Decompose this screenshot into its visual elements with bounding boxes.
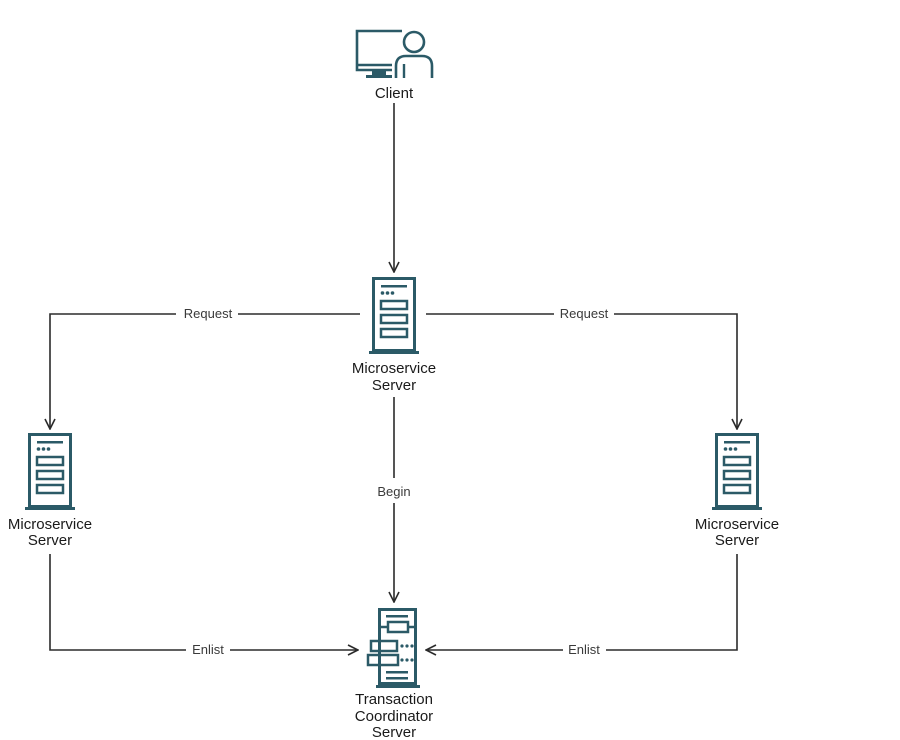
- microservice-right-label-line1: Microservice: [695, 516, 779, 533]
- transaction-coordinator-label-line2: Coordinator: [355, 708, 433, 725]
- transaction-server-icon: [366, 608, 420, 688]
- client-workstation-icon: [355, 29, 434, 78]
- microservice-server-center-node: Microservice Server: [352, 277, 436, 394]
- server-icon: [369, 277, 419, 354]
- transaction-coordinator-label-line3: Server: [372, 724, 416, 740]
- microservice-server-left-node: Microservice Server: [8, 433, 92, 549]
- edge-enlist-right: [426, 554, 738, 650]
- server-icon: [712, 433, 762, 510]
- edge-request-left: [50, 313, 360, 429]
- edge-label-begin: Begin: [377, 484, 410, 499]
- edge-label-enlist-left: Enlist: [192, 642, 224, 657]
- edge-label-enlist-right: Enlist: [568, 642, 600, 657]
- microservice-center-label-line1: Microservice: [352, 360, 436, 377]
- microservice-right-label-line2: Server: [715, 532, 759, 549]
- edge-enlist-left: [49, 554, 358, 650]
- microservice-server-right-node: Microservice Server: [695, 433, 779, 549]
- microservice-left-label-line2: Server: [28, 532, 72, 549]
- server-icon: [25, 433, 75, 510]
- edge-label-request-right: Request: [560, 306, 609, 321]
- edge-request-right: [426, 313, 737, 429]
- edge-label-request-left: Request: [184, 306, 233, 321]
- client-node: Client: [355, 29, 434, 102]
- transaction-coordinator-node: Transaction Coordinator Server: [355, 608, 433, 740]
- microservice-left-label-line1: Microservice: [8, 516, 92, 533]
- transaction-coordinator-label-line1: Transaction: [355, 691, 433, 708]
- client-label: Client: [375, 85, 414, 102]
- microservice-center-label-line2: Server: [372, 377, 416, 394]
